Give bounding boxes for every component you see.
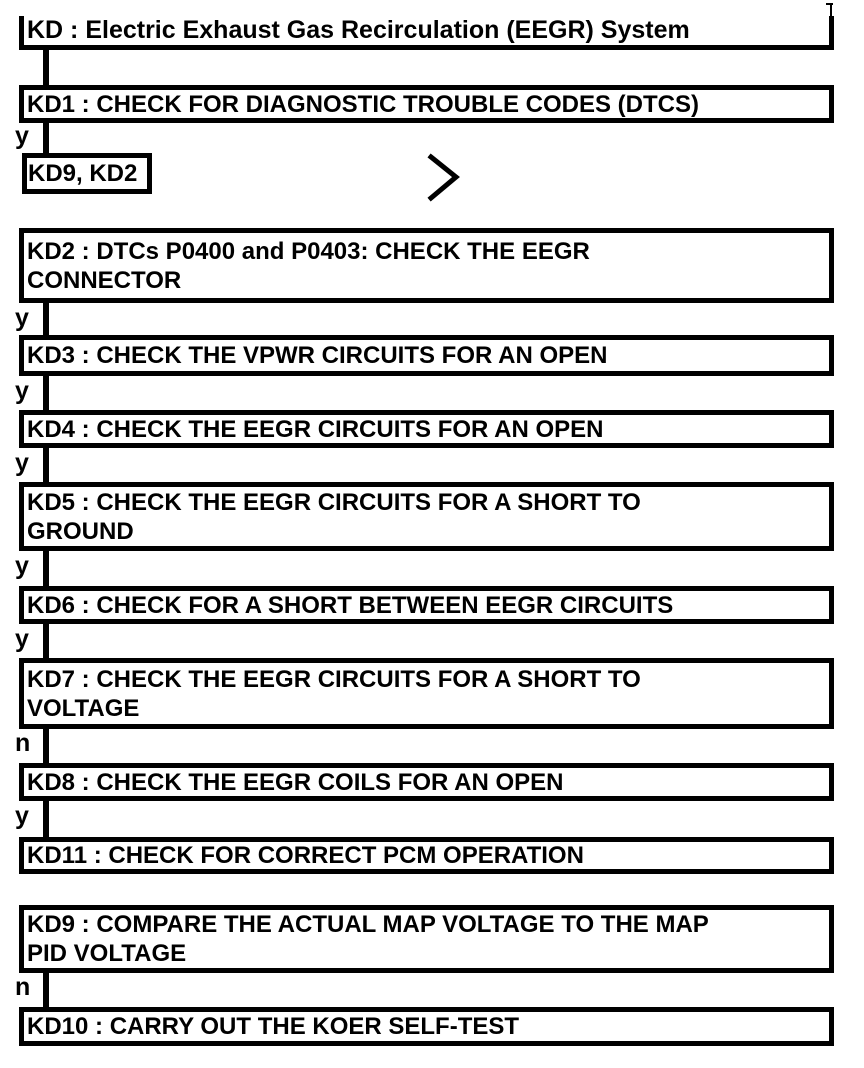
node-text: KD2 : DTCs P0400 and P0403: CHECK THE EE… xyxy=(27,237,590,294)
node-kd7: KD7 : CHECK THE EEGR CIRCUITS FOR A SHOR… xyxy=(19,658,834,729)
branch-label-y: y xyxy=(15,552,29,580)
node-kd3: KD3 : CHECK THE VPWR CIRCUITS FOR AN OPE… xyxy=(19,335,834,376)
node-text: KD8 : CHECK THE EEGR COILS FOR AN OPEN xyxy=(27,768,564,796)
branch-label-y: y xyxy=(15,122,29,150)
connector-line xyxy=(43,121,49,158)
node-text: KD6 : CHECK FOR A SHORT BETWEEN EEGR CIR… xyxy=(27,591,674,619)
branch-label-y: y xyxy=(15,802,29,830)
node-kd8: KD8 : CHECK THE EEGR COILS FOR AN OPEN xyxy=(19,763,834,801)
node-kd11: KD11 : CHECK FOR CORRECT PCM OPERATION xyxy=(19,837,834,874)
connector-line xyxy=(43,799,49,842)
connector-line xyxy=(43,301,49,338)
node-kd2: KD2 : DTCs P0400 and P0403: CHECK THE EE… xyxy=(19,228,834,303)
node-kd5: KD5 : CHECK THE EEGR CIRCUITS FOR A SHOR… xyxy=(19,482,834,551)
node-text: KD9 : COMPARE THE ACTUAL MAP VOLTAGE TO … xyxy=(27,911,709,967)
connector-line xyxy=(43,48,49,90)
jump-node-text: KD9, KD2 xyxy=(28,160,138,187)
node-kd10: KD10 : CARRY OUT THE KOER SELF-TEST xyxy=(19,1007,834,1046)
branch-label-y: y xyxy=(15,377,29,405)
node-text: KD1 : CHECK FOR DIAGNOSTIC TROUBLE CODES… xyxy=(27,90,699,118)
node-text: KD7 : CHECK THE EEGR CIRCUITS FOR A SHOR… xyxy=(27,665,641,722)
connector-line xyxy=(43,374,49,415)
connector-line xyxy=(43,971,49,1012)
branch-label-y: y xyxy=(15,449,29,477)
chevron-right-icon xyxy=(427,153,460,202)
connector-line xyxy=(43,446,49,487)
connector-line xyxy=(43,727,49,768)
jump-node-kd9-kd2: KD9, KD2 xyxy=(22,153,152,194)
node-kd-title: KD : Electric Exhaust Gas Recirculation … xyxy=(19,16,834,50)
node-text: KD4 : CHECK THE EEGR CIRCUITS FOR AN OPE… xyxy=(27,415,604,443)
crop-artifact xyxy=(826,3,833,5)
branch-label-y: y xyxy=(15,304,29,332)
node-text: KD3 : CHECK THE VPWR CIRCUITS FOR AN OPE… xyxy=(27,342,608,369)
connector-line xyxy=(43,549,49,591)
node-kd6: KD6 : CHECK FOR A SHORT BETWEEN EEGR CIR… xyxy=(19,586,834,624)
branch-label-n: n xyxy=(15,973,31,1001)
node-text: KD5 : CHECK THE EEGR CIRCUITS FOR A SHOR… xyxy=(27,488,641,545)
branch-label-y: y xyxy=(15,625,29,653)
branch-label-n: n xyxy=(15,729,31,757)
node-text: KD10 : CARRY OUT THE KOER SELF-TEST xyxy=(27,1013,520,1040)
node-kd1: KD1 : CHECK FOR DIAGNOSTIC TROUBLE CODES… xyxy=(19,85,834,123)
node-kd9: KD9 : COMPARE THE ACTUAL MAP VOLTAGE TO … xyxy=(19,905,834,973)
node-kd4: KD4 : CHECK THE EEGR CIRCUITS FOR AN OPE… xyxy=(19,410,834,448)
node-title-text: KD : Electric Exhaust Gas Recirculation … xyxy=(27,16,690,44)
crop-artifact xyxy=(830,3,832,17)
node-text: KD11 : CHECK FOR CORRECT PCM OPERATION xyxy=(27,842,584,869)
connector-line xyxy=(43,622,49,663)
